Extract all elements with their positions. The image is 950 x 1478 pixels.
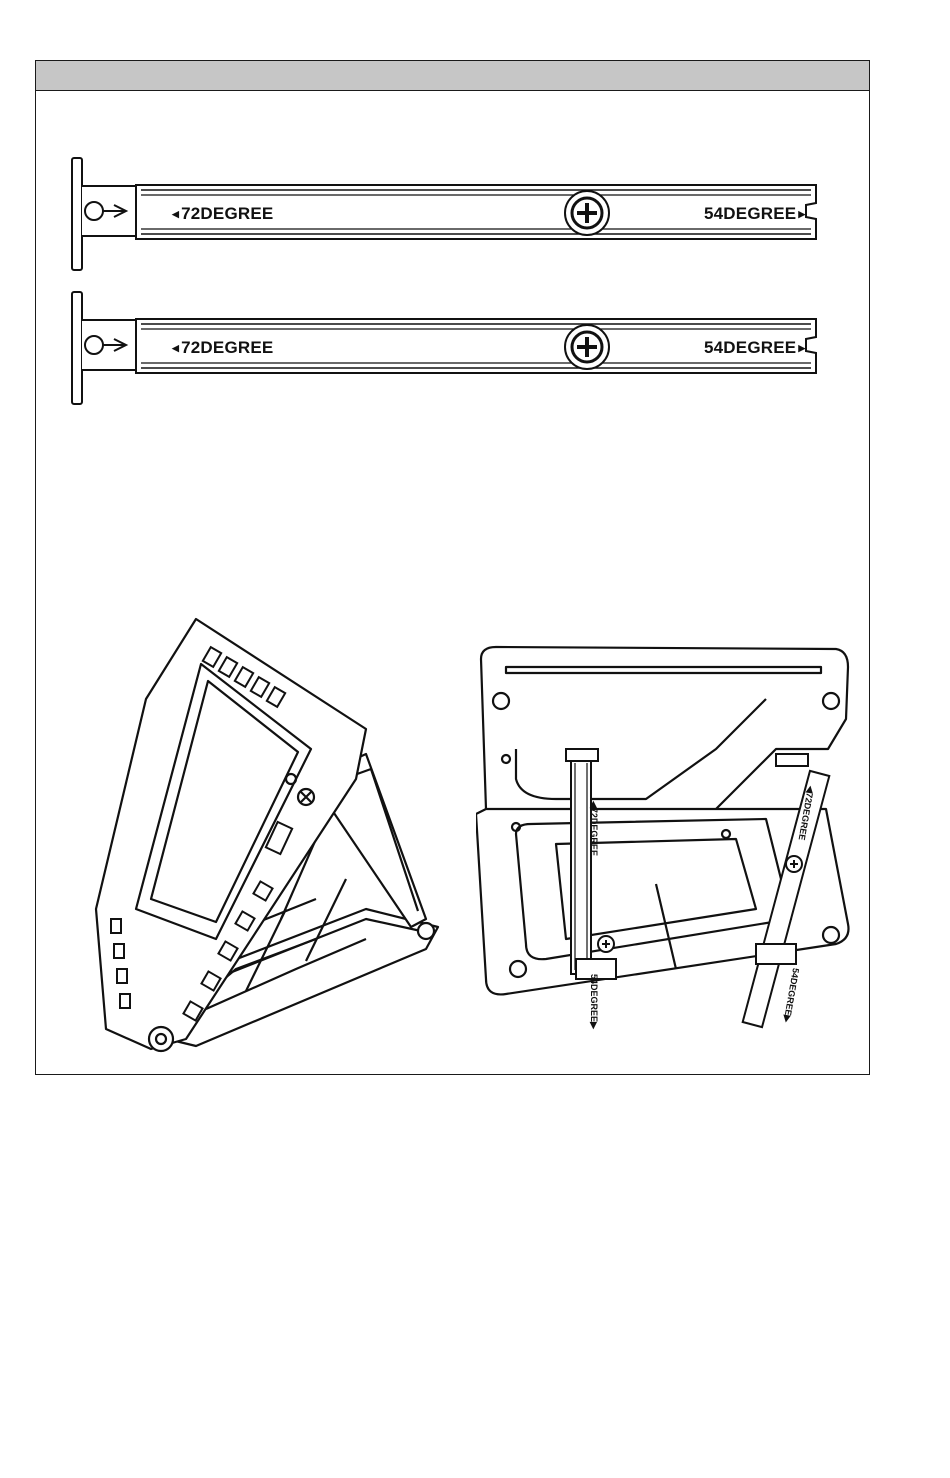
arrow-right-icon: ▶: [589, 1022, 599, 1029]
angle-strip-2: ◀72DEGREE 54DEGREE▶: [66, 287, 856, 407]
arrow-left-icon: ◀: [172, 343, 179, 354]
phillips-screw-icon: [565, 191, 609, 235]
strip-1-right-label: 54DEGREE▶: [704, 204, 805, 224]
stand-front-drawing: [66, 609, 446, 1054]
arrow-left-icon: ◀: [172, 209, 179, 220]
arrow-right-icon: ▶: [798, 343, 805, 354]
left-support-top-label: ◀72DEGREE: [588, 801, 599, 856]
phillips-screw-icon: [565, 325, 609, 369]
left-support-bottom-label: 54DEGREE▶: [588, 974, 599, 1029]
stand-rear-drawing: [476, 639, 856, 1059]
strip-2-left-label: ◀72DEGREE: [172, 338, 273, 358]
angle-strip-1: ◀72DEGREE 54DEGREE▶: [66, 153, 856, 273]
strip-2-right-label: 54DEGREE▶: [704, 338, 805, 358]
arrow-right-icon: ▶: [782, 1015, 793, 1024]
header-bar: [36, 61, 869, 91]
strip-1-left-label: ◀72DEGREE: [172, 204, 273, 224]
figure-frame: ◀72DEGREE 54DEGREE▶: [35, 60, 870, 1075]
arrow-left-icon: ◀: [589, 801, 599, 808]
stand-front-view: [66, 609, 446, 1054]
arrow-right-icon: ▶: [798, 209, 805, 220]
stand-rear-view: ◀72DEGREE 54DEGREE▶ ◀72DEGREE 54DEGREE▶: [476, 639, 856, 1059]
